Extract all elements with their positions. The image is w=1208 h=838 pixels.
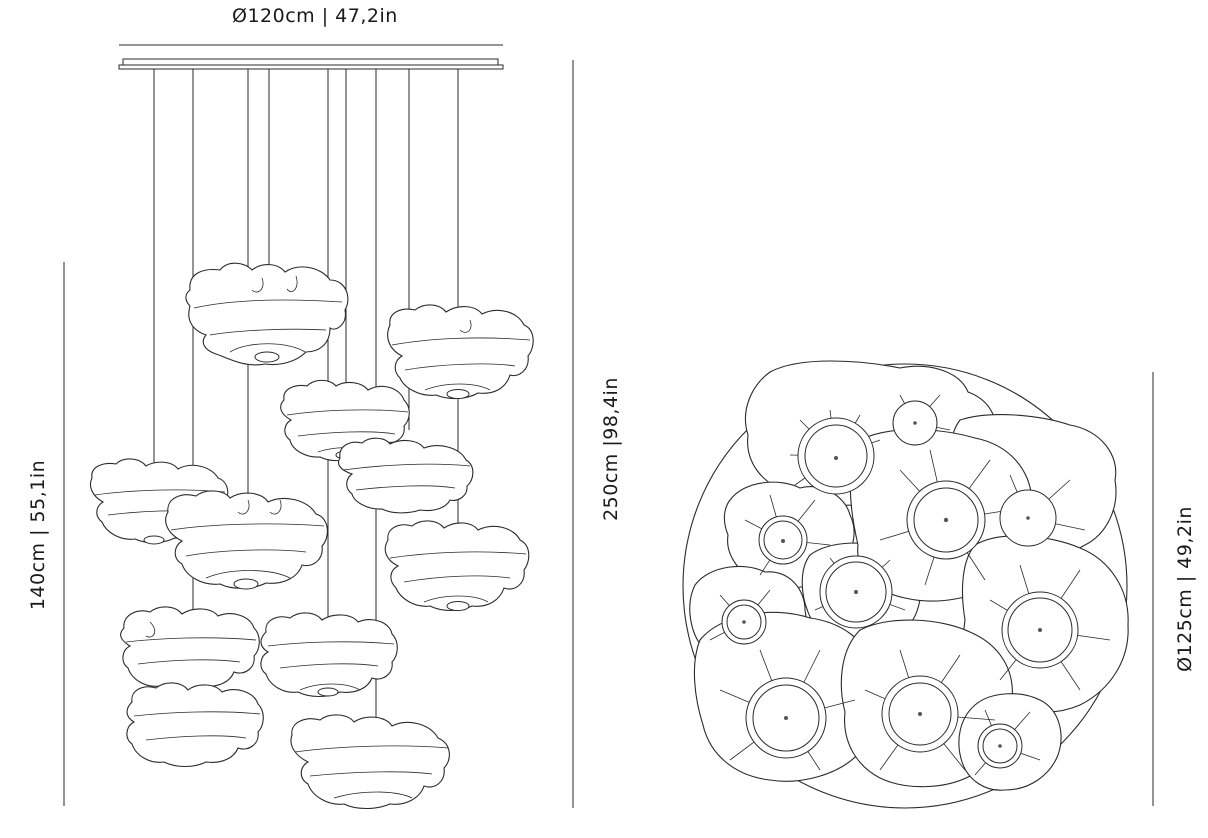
plan-view-shades — [689, 360, 1129, 791]
pendant-cloud-8 — [120, 606, 260, 692]
pendant-cloud-2 — [387, 304, 534, 400]
pendant-cloud-1 — [185, 262, 349, 366]
ceiling-canopy — [118, 58, 504, 70]
top-width-dimension-label: Ø120cm | 47,2in — [232, 5, 398, 27]
pendant-cloud-7 — [384, 520, 530, 612]
pendant-cloud-10 — [126, 682, 264, 768]
pendant-cloud-9 — [260, 612, 398, 698]
plan-view-bulbs — [721, 400, 1079, 769]
pendant-cloud-11 — [290, 714, 450, 810]
pendant-cloud-4 — [337, 437, 474, 514]
pendant-cloud-6 — [165, 490, 328, 590]
